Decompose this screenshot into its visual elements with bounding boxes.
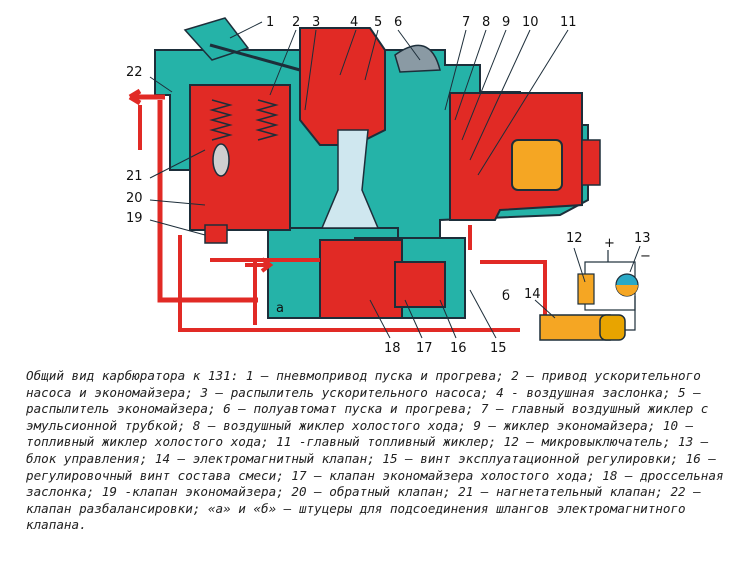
- fitting-a-label: а: [276, 301, 284, 316]
- callout-22: 22: [126, 65, 143, 80]
- callout-17: 17: [416, 341, 433, 356]
- figure-caption: Общий вид карбюратора к 131: 1 — пневмоп…: [26, 368, 724, 533]
- callout-7: 7: [462, 15, 470, 30]
- outlet-arrow: [128, 88, 165, 106]
- callout-5: 5: [374, 15, 382, 30]
- microswitch: [577, 273, 595, 305]
- callout-15: 15: [490, 341, 507, 356]
- callout-labels: 1 2 3 4 5 6 7 8 9 10 11 22 21 20 19 12 1…: [126, 15, 651, 356]
- fitting-b-label: б: [502, 289, 510, 304]
- venturi: [320, 129, 380, 229]
- callout-2: 2: [292, 15, 300, 30]
- float-chamber-window: [511, 139, 563, 191]
- solenoid-valve: [539, 314, 626, 341]
- callout-11: 11: [560, 15, 577, 30]
- callout-21: 21: [126, 169, 143, 184]
- callout-20: 20: [126, 191, 143, 206]
- leader-lines: [149, 21, 641, 339]
- plus-sign: +: [604, 236, 615, 251]
- callout-16: 16: [450, 341, 467, 356]
- control-unit-lower: [616, 285, 638, 296]
- callout-4: 4: [350, 15, 358, 30]
- callout-10: 10: [522, 15, 539, 30]
- minus-sign: −: [640, 249, 651, 264]
- pump-springs: [204, 99, 279, 244]
- start-semiautomatic: [394, 44, 441, 73]
- pneumatic-starter: [183, 17, 301, 72]
- callout-19: 19: [126, 211, 143, 226]
- callout-18: 18: [384, 341, 401, 356]
- callout-9: 9: [502, 15, 510, 30]
- inlet-arrow: [245, 257, 274, 273]
- float-chamber-cover: [581, 139, 601, 186]
- callout-12: 12: [566, 231, 583, 246]
- callout-13: 13: [634, 231, 651, 246]
- callout-1: 1: [266, 15, 274, 30]
- callout-8: 8: [482, 15, 490, 30]
- carburetor-diagram: 1 2 3 4 5 6 7 8 9 10 11 22 21 20 19 12 1…: [126, 15, 651, 356]
- callout-6: 6: [394, 15, 402, 30]
- callout-3: 3: [312, 15, 320, 30]
- callout-14: 14: [524, 287, 541, 302]
